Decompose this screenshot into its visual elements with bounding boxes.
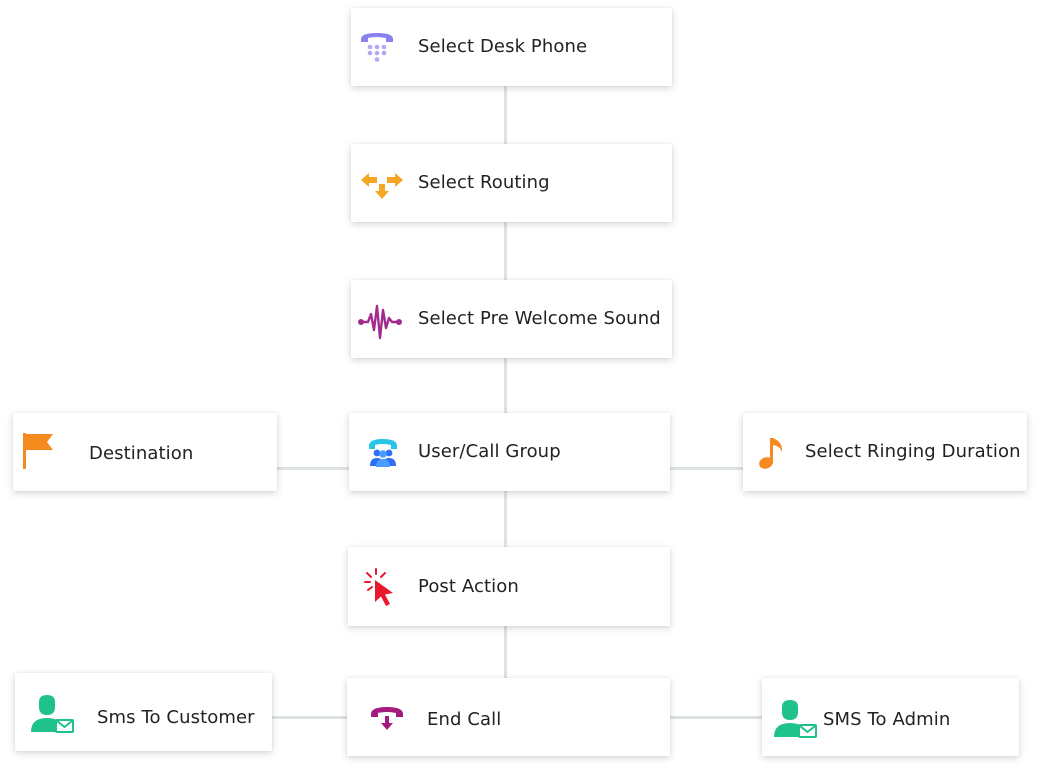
user-message-icon [772,698,818,738]
connector-group-ringing [670,467,743,470]
connector-sound-group [504,358,507,413]
node-label: Select Desk Phone [418,36,588,57]
node-end-call[interactable]: End Call [347,678,670,756]
hang-up-icon [369,704,405,732]
connector-group-post [504,491,507,547]
node-label: Select Ringing Duration [805,441,1021,462]
node-sms-to-customer[interactable]: Sms To Customer [15,673,272,751]
connector-post-end [504,626,507,678]
node-select-pre-welcome-sound[interactable]: Select Pre Welcome Sound [351,280,672,358]
node-destination[interactable]: Destination [13,413,277,491]
connector-end-admin [670,716,762,719]
node-user-call-group[interactable]: User/Call Group [349,413,670,491]
routing-arrows-icon [359,168,405,200]
connector-phone-routing [504,86,507,144]
node-label: SMS To Admin [823,709,951,730]
sound-wave-icon [357,300,403,340]
connector-destination-group [277,467,349,470]
node-sms-to-admin[interactable]: SMS To Admin [762,678,1019,756]
flag-icon [21,431,57,471]
node-select-desk-phone[interactable]: Select Desk Phone [351,8,672,86]
node-label: Sms To Customer [97,707,255,728]
connector-routing-sound [504,222,507,280]
node-select-routing[interactable]: Select Routing [351,144,672,222]
click-cursor-icon [364,567,398,607]
user-message-icon [29,693,75,733]
node-label: End Call [427,709,502,730]
music-note-icon [757,435,787,471]
node-label: Select Routing [418,172,550,193]
node-label: Destination [89,443,194,464]
node-label: Select Pre Welcome Sound [418,308,661,329]
desk-phone-keypad-icon [359,30,395,64]
call-group-icon [367,437,399,467]
node-post-action[interactable]: Post Action [348,547,670,626]
node-select-ringing-duration[interactable]: Select Ringing Duration [743,413,1027,491]
node-label: Post Action [418,576,519,597]
connector-customer-end [272,716,347,719]
node-label: User/Call Group [418,441,561,462]
